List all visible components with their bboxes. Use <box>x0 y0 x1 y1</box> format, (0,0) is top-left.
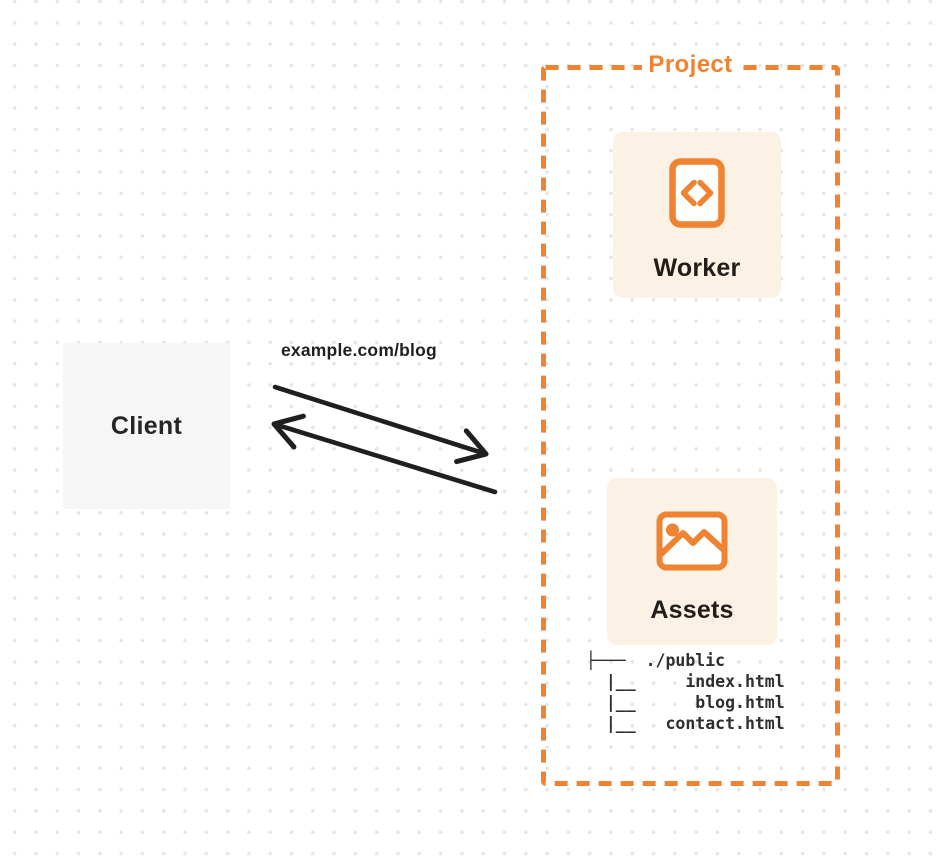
code-bracket-left <box>680 179 697 207</box>
project-label: Project <box>641 51 740 79</box>
request-arrow <box>272 384 489 465</box>
file-outline <box>669 158 725 228</box>
client-label: Client <box>110 411 183 440</box>
code-file-icon <box>669 158 725 228</box>
code-bracket-right <box>697 179 714 207</box>
assets-card: Assets <box>607 478 777 645</box>
client-box: Client <box>63 343 230 509</box>
worker-card: Worker <box>613 132 781 298</box>
assets-label: Assets <box>650 596 734 624</box>
response-arrow <box>271 413 498 495</box>
worker-label: Worker <box>653 254 741 282</box>
project-container: Project Worker Assets ├─── ./publi <box>541 51 840 786</box>
image-icon <box>656 511 728 571</box>
request-response-arrows <box>271 384 498 495</box>
image-mountains <box>662 529 722 561</box>
assets-file-tree: ├─── ./public |__ index.html |__ blog.ht… <box>586 651 785 733</box>
image-sun-dot <box>666 523 679 537</box>
request-url-label: example.com/blog <box>281 340 437 360</box>
